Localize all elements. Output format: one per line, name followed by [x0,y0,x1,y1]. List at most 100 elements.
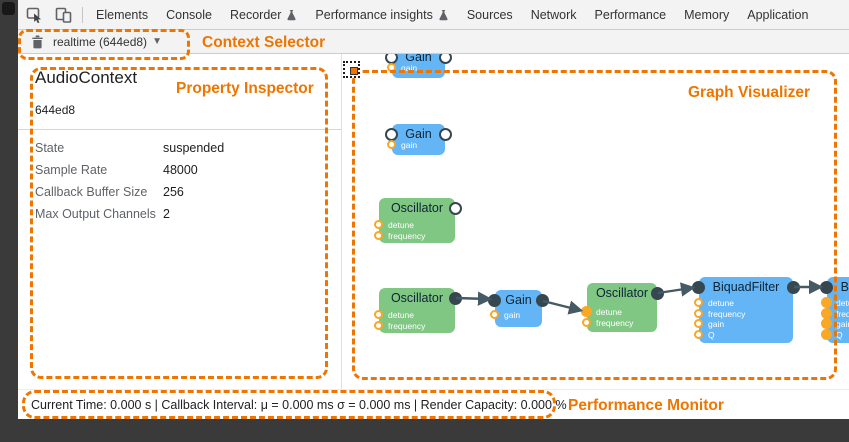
node-title: Oscillator [390,291,444,305]
annotation-corner-handle [343,61,360,78]
node-param-frequency: frequency [582,318,657,329]
node-param-q: Q [821,328,849,341]
node-title: Oscillator [595,286,649,300]
param-port [821,328,832,340]
tab-label: Application [747,7,809,22]
node-param-gain: gain [490,310,542,321]
audiocontext-title: AudioContext [35,68,138,87]
tab-strip: Elements Console Recorder Performance insig… [87,0,817,29]
tab-performance-insights[interactable]: Performance insights [306,0,457,29]
tab-elements[interactable]: Elements [87,0,157,29]
node-title: Gain [505,293,532,307]
devtools-tabbar: Elements Console Recorder Performance insig… [18,0,849,30]
experimental-flask-icon [286,9,297,21]
devtools-tool-icons [18,6,82,23]
param-port [387,63,396,72]
node-output-port [439,54,452,64]
param-port [374,310,383,319]
param-port [387,140,396,149]
experimental-flask-icon [438,9,449,21]
node-output-port [536,293,549,307]
context-selector-dropdown[interactable]: realtime (644ed8) ▼ [53,35,162,49]
param-port [821,307,832,319]
param-port [490,310,499,319]
tab-memory[interactable]: Memory [675,0,738,29]
inspect-element-icon[interactable] [26,6,43,23]
trash-icon[interactable] [31,35,44,49]
property-row: Max Output Channels 2 [35,203,341,225]
tab-label: Network [530,7,577,22]
tab-label: Recorder [229,7,282,22]
node-output-port [787,280,800,294]
tab-sources[interactable]: Sources [458,0,522,29]
property-label: Sample Rate [35,163,108,177]
node-output-port [439,127,452,141]
tab-performance[interactable]: Performance [586,0,676,29]
tab-console[interactable]: Console [157,0,221,29]
graph-node-gain-3[interactable]: Gain gain [488,290,549,327]
annotation-corner-dot [350,67,358,75]
property-value: 256 [163,185,184,199]
property-label: State [35,141,65,155]
property-value: suspended [163,141,225,155]
node-output-port [449,291,462,305]
tab-label: Console [166,7,212,22]
tab-label: Memory [684,7,730,22]
node-input-port [385,127,398,141]
tab-application[interactable]: Application [738,0,817,29]
node-input-port [488,293,501,307]
device-toolbar-icon[interactable] [55,6,72,23]
property-label: Max Output Channels [35,207,156,221]
node-param-gain: gain [821,318,849,330]
node-title: BiquadFilter [840,280,849,294]
param-port [694,298,703,307]
param-port [694,329,703,339]
context-selector-value: realtime (644ed8) [53,34,148,49]
node-output-port [449,201,462,215]
node-input-port [692,280,705,294]
param-port [694,308,703,318]
node-title: Gain [405,54,432,64]
node-title: BiquadFilter [712,280,780,294]
param-port [581,306,592,317]
tab-label: Performance [594,7,667,22]
tab-label: Performance insights [315,7,433,22]
param-port [694,319,703,328]
node-param-gain: gain [694,319,793,330]
param-port [582,318,591,327]
property-row: State suspended [35,137,341,159]
browser-chrome-corner [2,2,15,15]
node-param-frequency: frequency [694,308,793,320]
performance-status-text: Current Time: 0.000 s | Callback Interva… [31,397,567,412]
tab-network[interactable]: Network [522,0,586,29]
param-port [374,220,383,229]
node-output-port [651,286,664,300]
node-param-detune: detune [374,220,455,231]
property-label: Callback Buffer Size [35,185,148,199]
node-title: Gain [405,127,432,141]
context-id: 644ed8 [35,103,76,117]
param-port [821,297,832,308]
tab-label: Sources [466,7,513,22]
chevron-down-icon: ▼ [152,36,162,47]
node-param-detune: detune [821,297,849,309]
node-param-gain: gain [387,63,445,74]
node-title: Oscillator [390,201,444,215]
property-value: 2 [163,207,170,221]
property-row: Callback Buffer Size 256 [35,181,341,203]
devtools-panel: Elements Console Recorder Performance insig… [18,0,849,419]
tab-recorder[interactable]: Recorder [221,0,306,29]
param-port [821,318,832,329]
